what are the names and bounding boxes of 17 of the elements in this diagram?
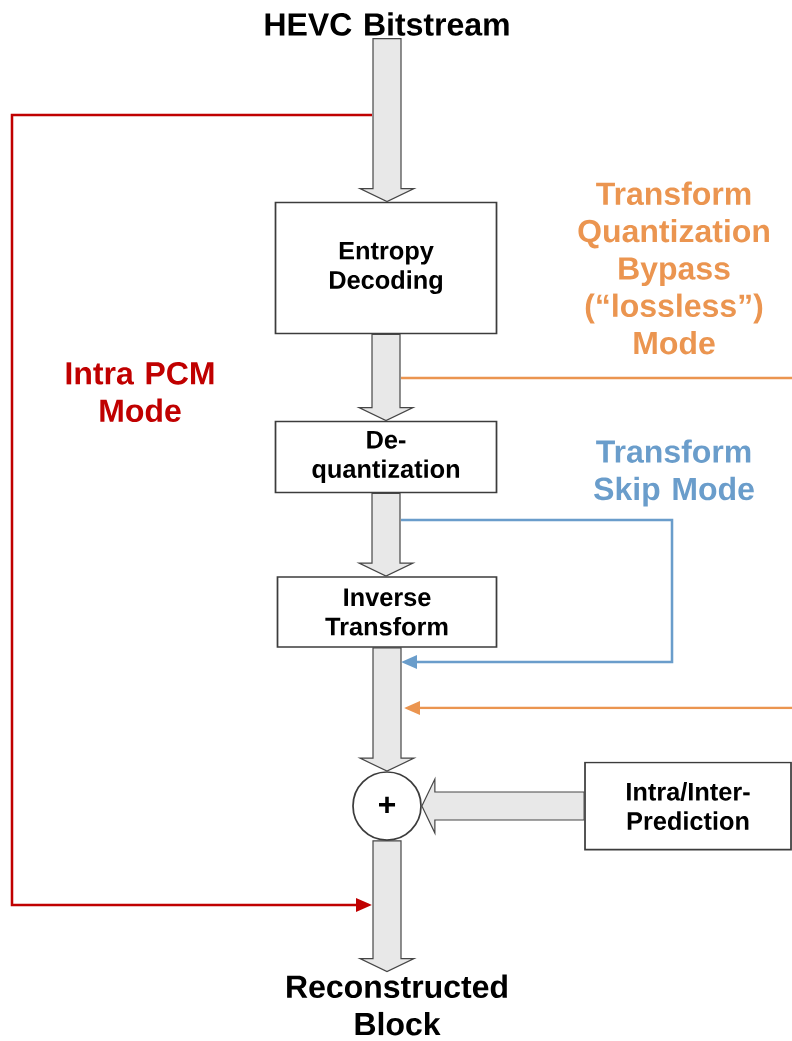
- block-arrow: [356, 492, 416, 577]
- process-box: De-quantization: [274, 420, 498, 494]
- block-arrow: [357, 840, 417, 973]
- output-label: Reconstructed Block: [287, 974, 507, 1036]
- block-arrow: [357, 38, 417, 203]
- mode-label: Transform Skip Mode: [579, 438, 769, 508]
- mode-label: Intra PCM Mode: [58, 360, 222, 424]
- block-arrow: [356, 333, 416, 422]
- connector-line: [401, 518, 674, 670]
- block-arrow: [357, 647, 417, 772]
- block-arrow: [421, 776, 585, 836]
- process-box: Entropy Decoding: [274, 201, 498, 335]
- stream-label: HEVC Bitstream: [265, 12, 509, 36]
- mode-label: Transform Quantization Bypass (“lossless”) Mode: [559, 180, 789, 356]
- process-box: Inverse Transform: [276, 576, 498, 648]
- process-box: Intra/Inter-Prediction: [584, 761, 792, 851]
- connector-line: [401, 376, 792, 716]
